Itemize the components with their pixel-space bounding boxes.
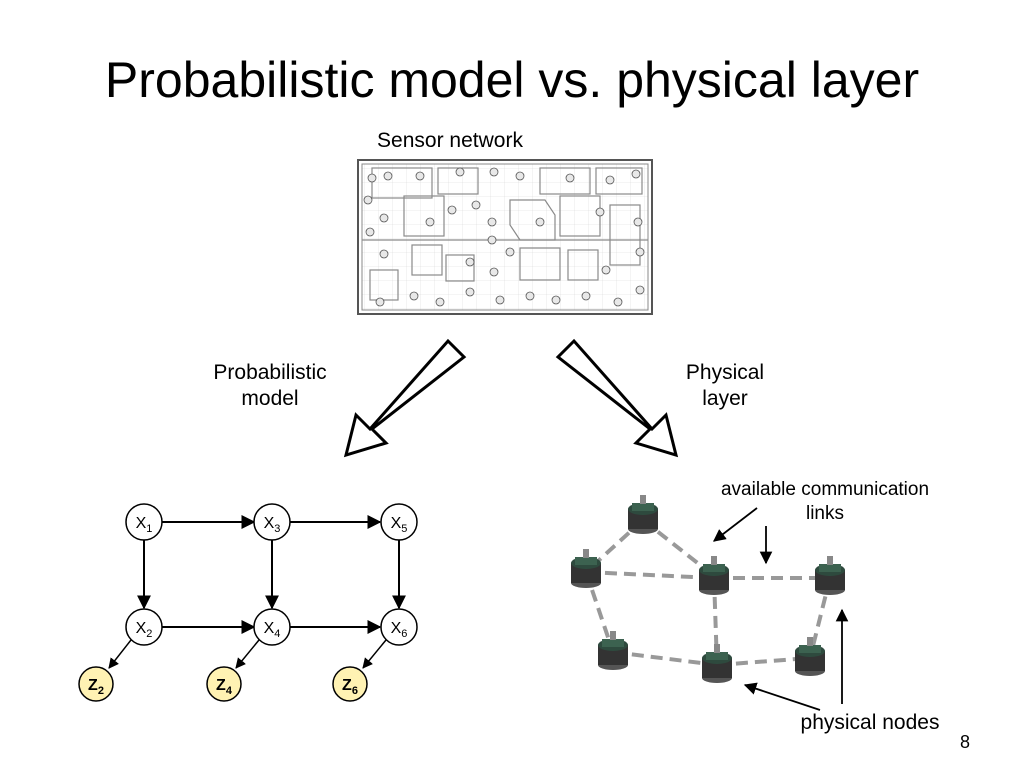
sensor-node-4 bbox=[815, 556, 845, 595]
node-z2-base: Z bbox=[88, 677, 98, 694]
page-number: 8 bbox=[959, 732, 970, 752]
sensor-node-2 bbox=[571, 549, 601, 588]
comm-label-line1: available communication bbox=[720, 479, 930, 500]
communication-links bbox=[584, 518, 832, 667]
node-x6: X6 bbox=[380, 608, 418, 646]
nodes-pointer-arrow-1 bbox=[743, 682, 821, 711]
probabilistic-label-line2: model bbox=[241, 387, 299, 410]
node-z4-sub: 4 bbox=[226, 685, 233, 697]
node-x5-base: X bbox=[391, 515, 402, 532]
svg-text:Z6: Z6 bbox=[342, 677, 358, 697]
node-z2: Z2 bbox=[78, 666, 114, 702]
edge-x6-z6 bbox=[362, 639, 387, 669]
node-x3-base: X bbox=[264, 515, 275, 532]
node-x2: X2 bbox=[125, 608, 163, 646]
svg-text:Z4: Z4 bbox=[216, 677, 233, 697]
svg-text:Z2: Z2 bbox=[88, 677, 104, 697]
physical-layer-label: Physical layer bbox=[640, 360, 810, 412]
sensor-node-6 bbox=[702, 644, 732, 683]
probabilistic-model-label: Probabilistic model bbox=[180, 360, 360, 412]
node-x6-base: X bbox=[391, 620, 402, 637]
node-z2-sub: 2 bbox=[98, 685, 104, 697]
edge-x4-z4 bbox=[235, 639, 260, 669]
sensor-network-floorplan bbox=[357, 159, 653, 315]
svg-text:X5: X5 bbox=[391, 515, 408, 535]
sensor-network-label: Sensor network bbox=[377, 129, 523, 152]
node-z6: Z6 bbox=[332, 666, 368, 702]
node-x1-sub: 1 bbox=[146, 523, 152, 535]
svg-text:X3: X3 bbox=[264, 515, 281, 535]
node-x1: X1 bbox=[125, 503, 163, 541]
node-x3: X3 bbox=[253, 503, 291, 541]
node-z6-sub: 6 bbox=[352, 685, 358, 697]
sensor-node-5 bbox=[598, 631, 628, 670]
node-z4-base: Z bbox=[216, 677, 226, 694]
node-x2-base: X bbox=[136, 620, 147, 637]
node-z6-base: Z bbox=[342, 677, 352, 694]
node-x4: X4 bbox=[253, 608, 291, 646]
probabilistic-graph: X1 X3 X5 X2 X4 X6 Z2 Z4 bbox=[78, 503, 418, 702]
svg-text:X1: X1 bbox=[136, 515, 153, 535]
node-x5-sub: 5 bbox=[401, 523, 407, 535]
node-x3-sub: 3 bbox=[274, 523, 280, 535]
node-x5: X5 bbox=[380, 503, 418, 541]
edge-x2-z2 bbox=[108, 639, 132, 669]
node-x1-base: X bbox=[136, 515, 147, 532]
sensor-markers bbox=[363, 167, 645, 307]
arrow-to-physical-layer bbox=[555, 338, 679, 458]
physical-label-line1: Physical bbox=[685, 361, 765, 384]
physical-network bbox=[571, 495, 849, 711]
svg-text:X2: X2 bbox=[136, 620, 153, 640]
node-z4: Z4 bbox=[206, 666, 242, 702]
node-x4-base: X bbox=[264, 620, 275, 637]
node-x2-sub: 2 bbox=[146, 628, 152, 640]
comm-label-line2: links bbox=[805, 503, 844, 524]
sensor-node-7 bbox=[795, 637, 825, 676]
probabilistic-label-line1: Probabilistic bbox=[213, 361, 327, 384]
links-pointer-arrow-1 bbox=[713, 507, 758, 542]
arrow-to-probabilistic-model bbox=[343, 338, 467, 458]
svg-text:X6: X6 bbox=[391, 620, 408, 640]
sensor-node-1 bbox=[628, 495, 658, 534]
node-x4-sub: 4 bbox=[274, 628, 280, 640]
sensor-node-3 bbox=[699, 556, 729, 595]
communication-links-label: available communication links bbox=[680, 478, 970, 526]
slide-title: Probabilistic model vs. physical layer bbox=[104, 52, 920, 108]
physical-label-line2: layer bbox=[702, 387, 748, 410]
svg-text:X4: X4 bbox=[264, 620, 281, 640]
node-x6-sub: 6 bbox=[401, 628, 407, 640]
physical-nodes-label: physical nodes bbox=[800, 711, 940, 734]
